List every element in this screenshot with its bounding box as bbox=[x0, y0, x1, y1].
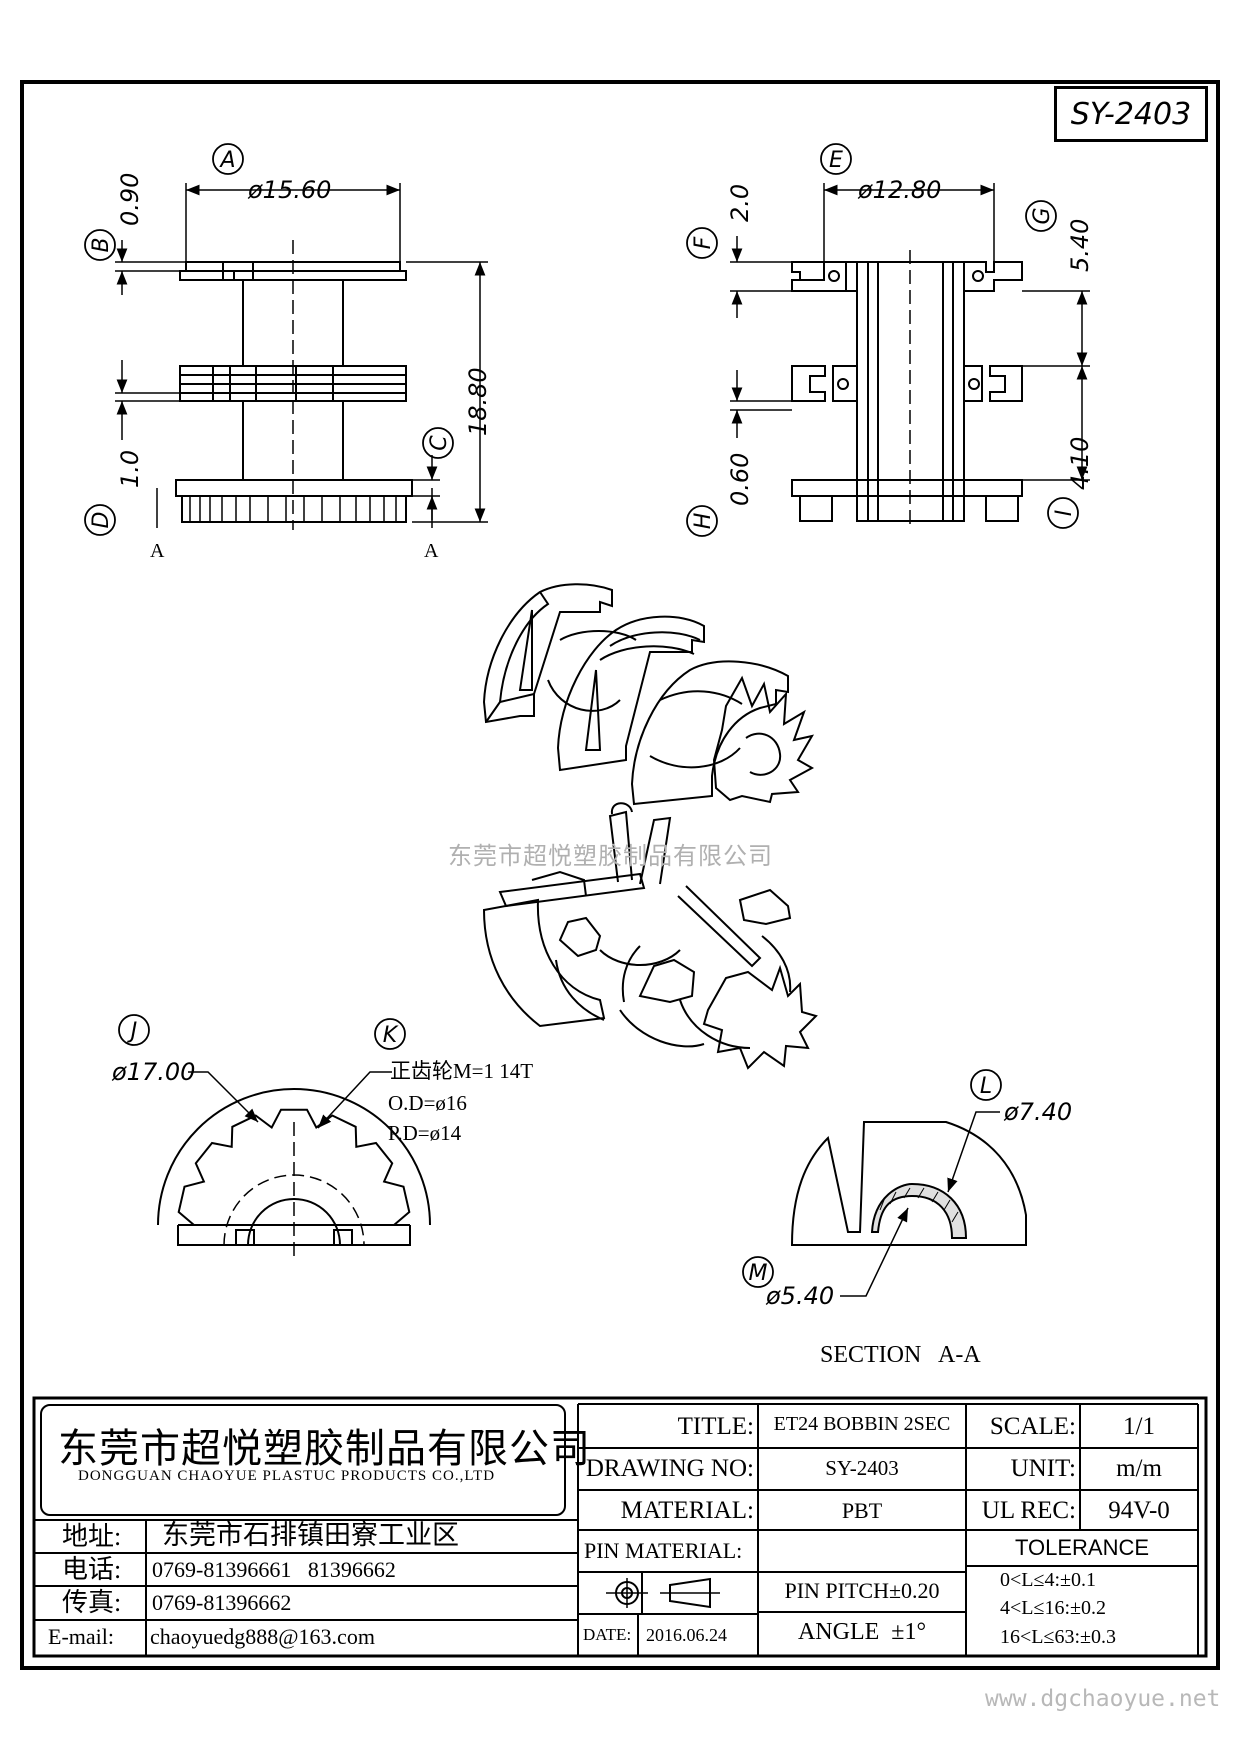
gear-note-line-3: P.D=ø14 bbox=[388, 1121, 462, 1145]
material-value: PBT bbox=[841, 1498, 883, 1523]
ul-value: 94V-0 bbox=[1108, 1497, 1170, 1524]
drawing-number: SY-2403 bbox=[1070, 96, 1192, 132]
dim-b-text: 0.90 bbox=[116, 173, 144, 226]
dim-height-text: 18.80 bbox=[464, 367, 492, 436]
phone-value: 0769-81396661 81396662 bbox=[152, 1557, 396, 1582]
scale-label: SCALE: bbox=[989, 1413, 1076, 1440]
callout-e: E bbox=[829, 148, 843, 173]
address-label: 地址: bbox=[62, 1522, 122, 1551]
gear-note: 正齿轮M=1 14T O.D=ø16 P.D=ø14 bbox=[388, 1059, 533, 1145]
section-view bbox=[790, 1111, 1027, 1297]
tolerance-line-1: 0<L≤4:±0.1 bbox=[1000, 1569, 1097, 1591]
section-markers: A A bbox=[150, 540, 439, 562]
pin-pitch: PIN PITCH±0.20 bbox=[784, 1578, 940, 1603]
unit-value: m/m bbox=[1116, 1455, 1162, 1482]
tolerance-line-2: 4<L≤16:±0.2 bbox=[1000, 1597, 1107, 1619]
section-marker-right: A bbox=[424, 540, 439, 562]
dim-d-text: 1.0 bbox=[116, 450, 144, 488]
callout-j: J bbox=[127, 1019, 138, 1044]
callout-c: C bbox=[427, 435, 452, 451]
email-value: chaoyuedg888@163.com bbox=[150, 1624, 375, 1649]
title-block-grid bbox=[32, 1396, 1208, 1658]
dim-f-text: 2.0 bbox=[726, 184, 754, 222]
dim-g-text: 5.40 bbox=[1066, 219, 1094, 272]
dim-h-text: 0.60 bbox=[726, 453, 754, 506]
dim-m-text: ø5.40 bbox=[765, 1282, 834, 1310]
drawing-no-value: SY-2403 bbox=[825, 1456, 899, 1480]
callout-letters: A B C D E F G H I J K L M bbox=[89, 148, 1077, 1286]
callout-f: F bbox=[691, 236, 716, 249]
callout-k: K bbox=[383, 1023, 399, 1048]
gear-view bbox=[157, 1071, 431, 1260]
callout-b: B bbox=[89, 237, 114, 252]
material-label: MATERIAL: bbox=[620, 1497, 754, 1524]
isometric-bottom-half bbox=[482, 802, 818, 1070]
dim-l-text: ø7.40 bbox=[1003, 1098, 1072, 1126]
date-value: 2016.06.24 bbox=[646, 1625, 727, 1645]
dim-i-text: 4.10 bbox=[1066, 437, 1094, 490]
title-value: ET24 BOBBIN 2SEC bbox=[773, 1413, 951, 1435]
company-box: 东莞市超悦塑胶制品有限公司 DONGGUAN CHAOYUE PLASTUC P… bbox=[40, 1404, 590, 1516]
fax-label: 传真: bbox=[62, 1588, 122, 1617]
date-label: DATE: bbox=[583, 1625, 632, 1644]
section-marker-left: A bbox=[150, 540, 165, 562]
unit-label: UNIT: bbox=[1010, 1455, 1076, 1482]
callout-l: L bbox=[980, 1074, 992, 1099]
callout-a: A bbox=[218, 148, 235, 173]
tolerance-label: TOLERANCE bbox=[1014, 1535, 1150, 1560]
company-name-en: DONGGUAN CHAOYUE PLASTUC PRODUCTS CO.,LT… bbox=[78, 1468, 496, 1484]
website: www.dgchaoyue.net bbox=[985, 1686, 1221, 1712]
callout-d: D bbox=[89, 512, 114, 529]
drawing-no-label: DRAWING NO: bbox=[585, 1455, 754, 1482]
dimension-labels: ø15.60 0.90 18.80 1.0 ø12.80 2.0 5.40 0.… bbox=[111, 173, 1094, 1310]
callout-i: I bbox=[1052, 510, 1077, 517]
dim-e-text: ø12.80 bbox=[857, 176, 941, 204]
phone-label: 电话: bbox=[62, 1555, 122, 1584]
isometric-top-half bbox=[482, 583, 815, 806]
pin-material-label: PIN MATERIAL: bbox=[584, 1538, 743, 1563]
fax-value: 0769-81396662 bbox=[152, 1590, 292, 1615]
section-label: SECTION A-A bbox=[820, 1342, 981, 1368]
angle-tolerance: ANGLE ±1° bbox=[797, 1619, 927, 1645]
drawing-frame bbox=[20, 80, 1220, 1670]
gear-note-line-2: O.D=ø16 bbox=[388, 1091, 467, 1115]
drawing-number-box: SY-2403 bbox=[1054, 86, 1208, 142]
callout-h: H bbox=[691, 513, 716, 530]
watermark: 东莞市超悦塑胶制品有限公司 bbox=[448, 842, 773, 870]
email-label: E-mail: bbox=[48, 1624, 114, 1649]
ul-label: UL REC: bbox=[981, 1497, 1076, 1524]
gear-note-line-1: 正齿轮M=1 14T bbox=[390, 1059, 533, 1083]
callout-circles bbox=[84, 143, 1079, 1288]
callout-m: M bbox=[749, 1261, 768, 1286]
dim-a-text: ø15.60 bbox=[247, 176, 331, 204]
tolerance-line-3: 16<L≤63:±0.3 bbox=[1000, 1626, 1117, 1648]
dim-j-text: ø17.00 bbox=[111, 1058, 195, 1086]
title-label: TITLE: bbox=[677, 1413, 754, 1440]
side-view bbox=[730, 183, 1090, 530]
scale-value: 1/1 bbox=[1123, 1413, 1155, 1440]
address-value: 东莞市石排镇田寮工业区 bbox=[162, 1520, 459, 1550]
callout-g: G bbox=[1030, 207, 1055, 224]
company-name-cn: 东莞市超悦塑胶制品有限公司 bbox=[58, 1426, 591, 1471]
front-view bbox=[115, 183, 488, 530]
